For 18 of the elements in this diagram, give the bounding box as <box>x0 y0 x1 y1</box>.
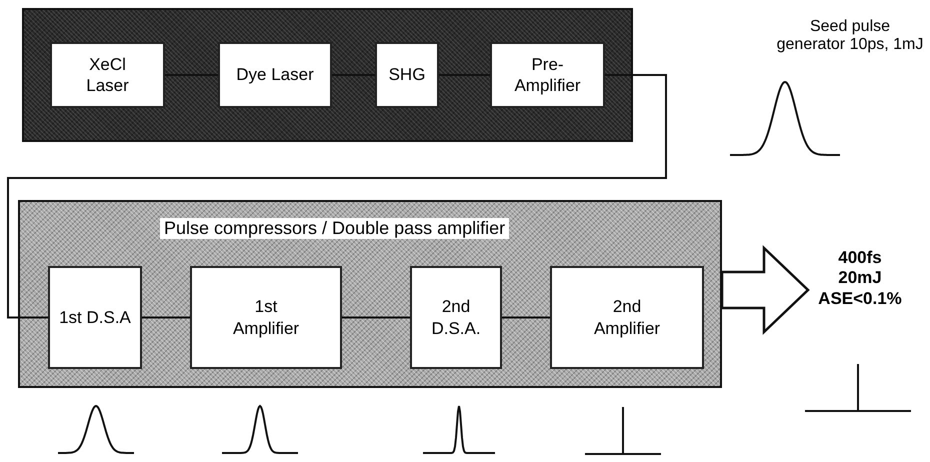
connector-line <box>502 316 550 318</box>
block-arrow <box>720 245 810 335</box>
process-box: 1st Amplifier <box>190 266 342 369</box>
connector-line <box>142 316 190 318</box>
process-box: SHG <box>375 42 439 108</box>
panel-background <box>22 8 633 142</box>
process-box: XeCl Laser <box>50 42 165 108</box>
process-box: 1st D.S.A <box>48 266 142 369</box>
panel-title: Pulse compressors / Double pass amplifier <box>160 218 510 239</box>
process-box: 2nd D.S.A. <box>410 266 502 369</box>
process-box: 2nd Amplifier <box>550 266 704 369</box>
generator-caption: Seed pulse generator 10ps, 1mJ <box>776 18 924 54</box>
connector-line <box>7 74 667 318</box>
output-spec-text: 400fs 20mJ ASE<0.1% <box>812 248 908 324</box>
connector-line <box>342 316 410 318</box>
process-box: Dye Laser <box>218 42 332 108</box>
panel-background <box>18 200 722 388</box>
process-box: Pre-Amplifier <box>490 42 605 108</box>
